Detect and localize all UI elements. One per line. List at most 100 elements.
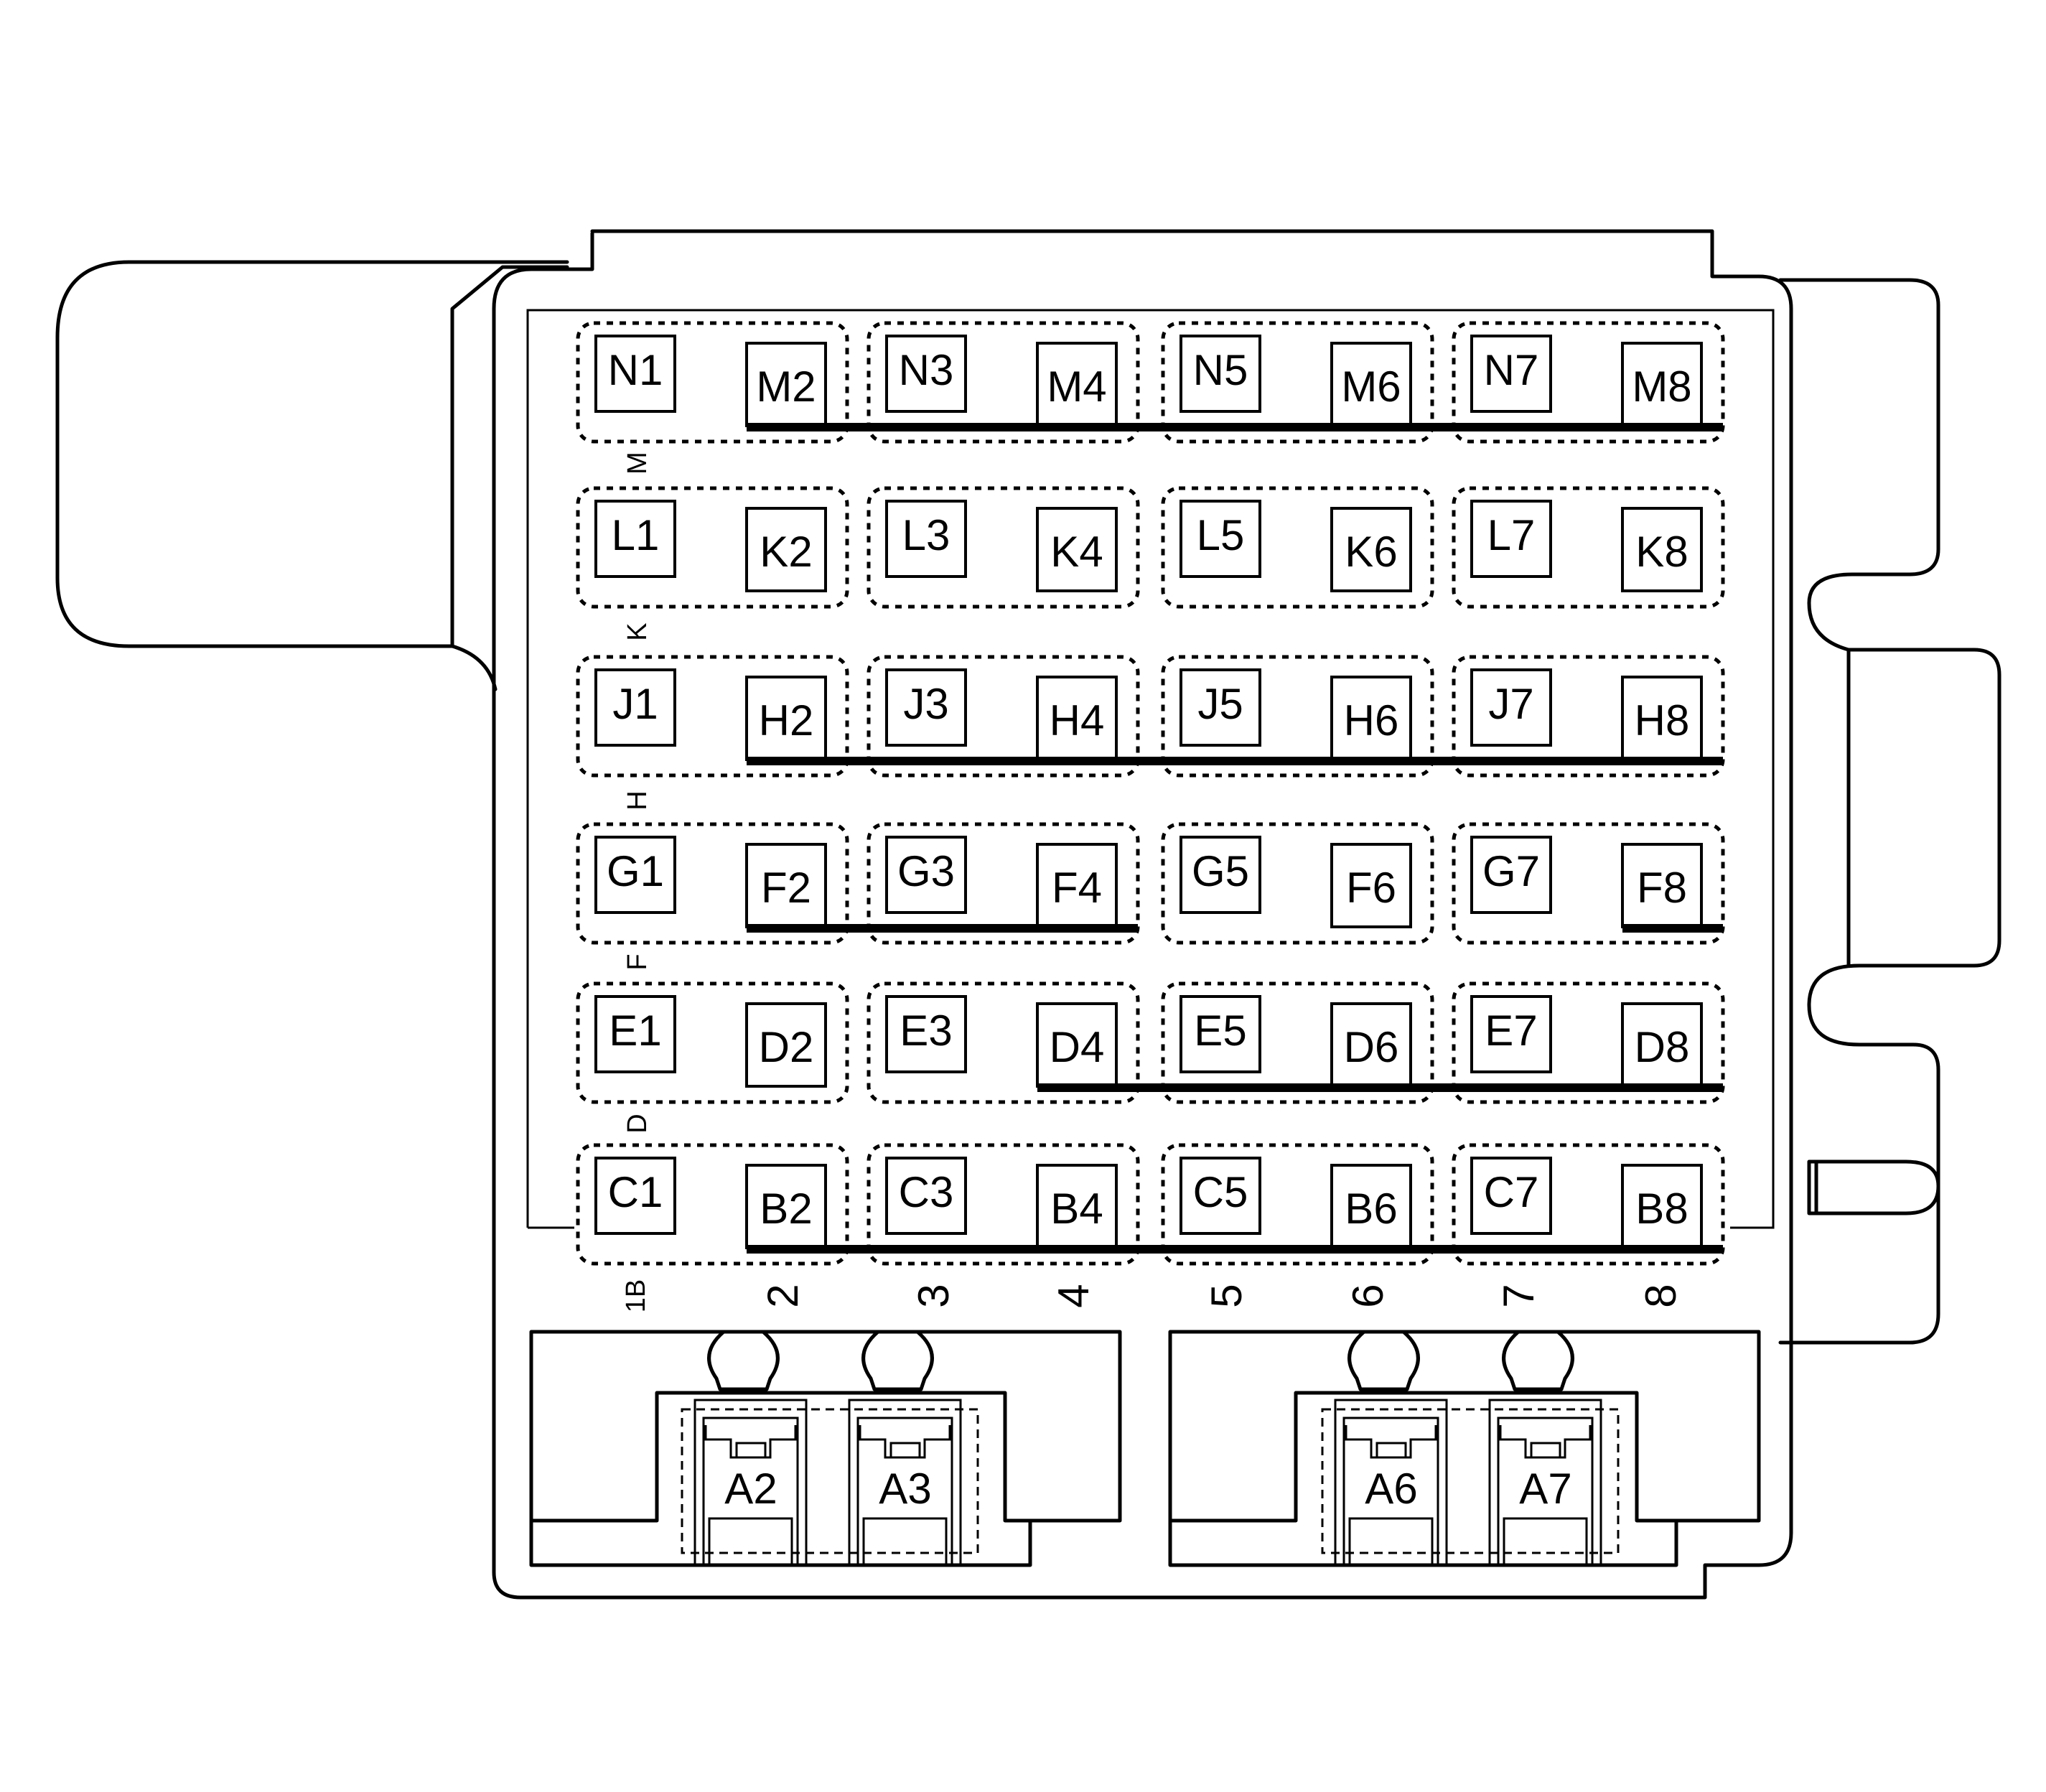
fuse-group-outline [576, 981, 849, 1104]
relay-label: A7 [1519, 1465, 1571, 1513]
fuse-group-outline [1161, 321, 1434, 444]
fuse-slot-d4 [1036, 1002, 1118, 1088]
fuse-group-outline [1161, 981, 1434, 1104]
fuse-slot-j1 [594, 668, 676, 747]
inner-panel [526, 309, 1775, 1229]
fuse-slot-h6 [1330, 676, 1412, 761]
fuse-group-outline [1161, 822, 1434, 945]
relay-label: A2 [724, 1465, 777, 1513]
fuse-slot-g5 [1180, 836, 1261, 914]
relay-pair-outline [1321, 1408, 1620, 1554]
fuse-group-outline [1452, 655, 1725, 778]
fuse-label: G1 [607, 847, 664, 895]
column-number: 8 [1637, 1284, 1685, 1307]
fuse-slot-b6 [1330, 1164, 1412, 1249]
fuse-slot-n7 [1470, 335, 1552, 413]
fuse-group-outline [1452, 981, 1725, 1104]
fuse-group-outline [1161, 1143, 1434, 1266]
fuse-group-outline [1452, 1143, 1725, 1266]
fuse-slot-n5 [1180, 335, 1261, 413]
fuse-slot-f8 [1621, 843, 1703, 928]
housing-outline [492, 229, 1793, 1600]
fuse-slot-n3 [885, 335, 967, 413]
column-number: 3 [910, 1284, 958, 1307]
fuse-label: M8 [1632, 363, 1691, 411]
row-letter: H [622, 790, 653, 810]
fuse-label: E1 [609, 1007, 661, 1055]
fuse-slot-l7 [1470, 500, 1552, 578]
fuse-group-outline [866, 822, 1140, 945]
fuse-label: K2 [760, 528, 812, 576]
fuse-group-outline [866, 321, 1140, 444]
fuse-label: N7 [1484, 346, 1539, 394]
fuse-group-outline [576, 822, 849, 945]
left-bracket [55, 260, 569, 691]
fuse-label: J7 [1488, 680, 1533, 728]
relay-a6: A6 [1334, 1330, 1448, 1567]
fuse-label: G5 [1192, 847, 1249, 895]
fuse-slot-k4 [1036, 507, 1118, 592]
fuse-slot-e1 [594, 995, 676, 1073]
row-letter: D [622, 1114, 653, 1133]
fuse-label: N5 [1193, 346, 1248, 394]
fuse-slot-g1 [594, 836, 676, 914]
fuse-slot-d2 [745, 1002, 827, 1088]
fuse-slot-j7 [1470, 668, 1552, 747]
fuse-slot-f6 [1330, 843, 1412, 928]
fuse-group-outline [866, 486, 1140, 609]
relay-a7: A7 [1488, 1330, 1602, 1567]
fuse-label: J5 [1197, 680, 1243, 728]
relay-pair-outline [681, 1408, 979, 1554]
right-pin [1807, 1159, 1940, 1215]
fuse-group-outline [1161, 486, 1434, 609]
column-number: 2 [759, 1284, 807, 1307]
fuse-slot-f2 [745, 843, 827, 928]
column-number: 6 [1344, 1284, 1392, 1307]
fuse-slot-b8 [1621, 1164, 1703, 1249]
fuse-label: K4 [1050, 528, 1103, 576]
fuse-group-outline [1452, 822, 1725, 945]
relay-label: A3 [879, 1465, 931, 1513]
fuse-label: M4 [1047, 363, 1106, 411]
fuse-slot-c1 [594, 1157, 676, 1235]
fuse-slot-d6 [1330, 1002, 1412, 1088]
fuse-label: F8 [1637, 864, 1687, 912]
fuse-label: L1 [612, 511, 660, 559]
fuse-slot-j5 [1180, 668, 1261, 747]
fuse-label: J3 [903, 680, 948, 728]
column-number: 4 [1050, 1284, 1098, 1307]
fuse-group-outline [1452, 321, 1725, 444]
fuse-slot-e5 [1180, 995, 1261, 1073]
relay-label: A6 [1365, 1465, 1417, 1513]
fuse-label: B4 [1050, 1185, 1103, 1233]
fuse-label: D2 [759, 1023, 814, 1071]
fuse-label: K8 [1635, 528, 1688, 576]
column-number: 5 [1202, 1284, 1251, 1307]
fuse-label: L3 [902, 511, 950, 559]
fuse-group-outline [866, 981, 1140, 1104]
fuse-slot-j3 [885, 668, 967, 747]
fuse-label: E7 [1485, 1007, 1537, 1055]
fuse-group-outline [1452, 486, 1725, 609]
fuse-label: M2 [756, 363, 816, 411]
right-tab-upper [1778, 278, 2001, 1345]
fuse-slot-h8 [1621, 676, 1703, 761]
column-number: 7 [1495, 1284, 1543, 1307]
fuse-label: E5 [1194, 1007, 1246, 1055]
fuse-label: H6 [1344, 696, 1399, 745]
fuse-slot-m2 [745, 342, 827, 427]
fuse-slot-m6 [1330, 342, 1412, 427]
relay-a2: A2 [693, 1330, 808, 1567]
fuse-label: B8 [1635, 1185, 1688, 1233]
fuse-label: F2 [761, 864, 811, 912]
fuse-label: G7 [1482, 847, 1540, 895]
fuse-slot-k8 [1621, 507, 1703, 592]
fuse-label: B2 [760, 1185, 812, 1233]
fuse-label: D4 [1050, 1023, 1105, 1071]
fuse-slot-l1 [594, 500, 676, 578]
fuse-label: G3 [897, 847, 955, 895]
fuse-slot-c7 [1470, 1157, 1552, 1235]
row-letter: F [622, 953, 653, 970]
